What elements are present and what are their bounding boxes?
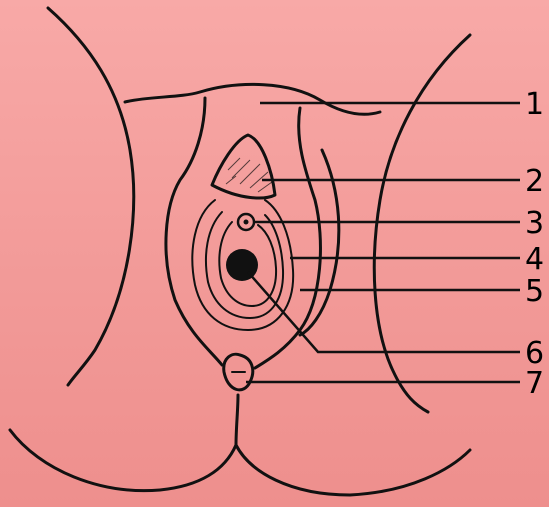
right-thigh-outline bbox=[374, 35, 470, 412]
label-3: 3 bbox=[525, 206, 544, 241]
hood-hatching bbox=[226, 158, 272, 192]
labels: 1 2 3 4 5 6 7 bbox=[525, 87, 544, 401]
left-thigh-outline bbox=[48, 8, 134, 385]
label-2: 2 bbox=[525, 164, 544, 199]
urethral-center bbox=[244, 220, 249, 225]
label-4: 4 bbox=[525, 242, 544, 277]
upper-mound-outline bbox=[125, 84, 380, 114]
right-buttock-outline bbox=[236, 445, 470, 495]
label-5: 5 bbox=[525, 274, 544, 309]
leader-6 bbox=[248, 272, 520, 352]
label-7: 7 bbox=[525, 366, 544, 401]
gluteal-cleft bbox=[236, 395, 238, 445]
left-outer-fold bbox=[166, 98, 222, 365]
left-buttock-outline bbox=[10, 430, 236, 491]
label-1: 1 bbox=[525, 87, 544, 122]
